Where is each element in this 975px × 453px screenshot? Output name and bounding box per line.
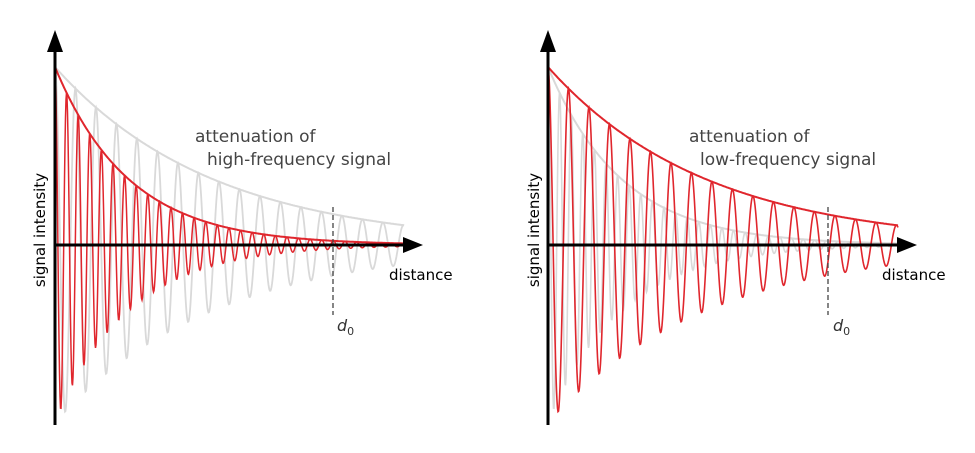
reference-wave-high — [54, 66, 405, 414]
title-line1-low: attenuation of — [689, 127, 811, 147]
signal-oscillation-low — [547, 66, 899, 414]
d0-label-high: d0 — [337, 316, 354, 338]
reference-envelope-high — [54, 66, 405, 227]
panel-high-frequency: signal intensity distance attenuation of… — [31, 30, 453, 425]
x-axis-arrow-high — [403, 237, 423, 253]
panel-low-frequency: signal intensity distance attenuation of… — [525, 30, 946, 425]
d0-label-low: d0 — [833, 316, 850, 338]
reference-oscillation-high — [54, 66, 405, 414]
x-axis-label-low: distance — [882, 266, 946, 284]
y-axis-label-high: signal intensity — [31, 173, 49, 287]
signal-wave-high — [54, 66, 405, 410]
signal-wave-low — [547, 66, 899, 414]
x-axis-label-high: distance — [389, 266, 453, 284]
signal-envelope-low — [547, 66, 899, 227]
title-line2-low: low-frequency signal — [700, 150, 876, 170]
x-axis-arrow-low — [897, 237, 917, 253]
signal-envelope-high — [54, 66, 404, 245]
title-line1-high: attenuation of — [195, 127, 317, 147]
y-axis-arrow-low — [540, 30, 556, 52]
y-axis-arrow-high — [47, 30, 63, 52]
title-line2-high: high-frequency signal — [207, 150, 391, 170]
y-axis-label-low: signal intensity — [525, 173, 543, 287]
